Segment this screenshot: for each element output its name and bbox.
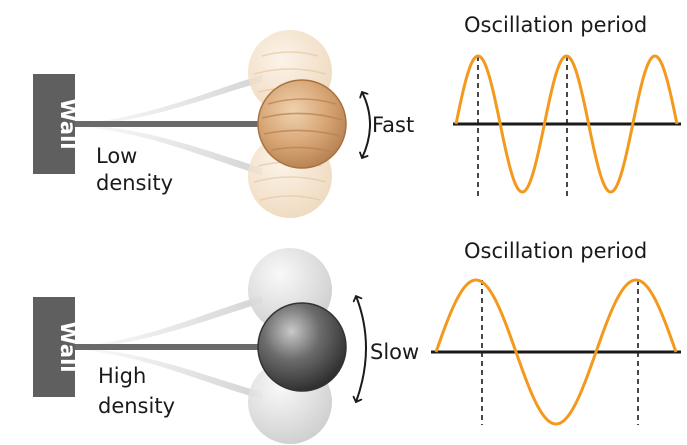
top-wall: Wall	[33, 74, 80, 174]
bottom-wall: Wall	[33, 297, 80, 397]
top-ghost-rod-up	[75, 75, 262, 126]
bottom-material-label-line2: density	[98, 394, 175, 418]
bottom-metal-sphere	[257, 302, 347, 392]
bottom-speed-label: Slow	[370, 340, 419, 364]
top-rod	[75, 121, 265, 127]
top-material-label-line2: density	[96, 171, 173, 195]
top-speed-label: Fast	[372, 113, 414, 137]
bottom-panel: Wall High density Slow Oscillation perio…	[33, 239, 681, 444]
top-wood-grain	[261, 98, 343, 153]
top-wall-block	[33, 74, 75, 174]
top-graph-title: Oscillation period	[464, 13, 647, 37]
bottom-oscillation-arrow	[356, 296, 367, 402]
top-material-label-line1: Low	[96, 144, 137, 168]
bottom-graph-title: Oscillation period	[464, 239, 647, 263]
bottom-oscillation-wave	[434, 278, 678, 426]
top-oscillation-arrow	[362, 92, 371, 158]
bottom-wall-block	[33, 297, 75, 397]
top-oscillation-wave	[454, 54, 679, 194]
bottom-material-label-line1: High	[98, 364, 146, 388]
bottom-ghost-rod-up	[75, 296, 262, 349]
top-wood-sphere	[257, 79, 347, 169]
bottom-rod	[75, 344, 265, 350]
top-panel: Wall Low density Fast Oscillation period	[33, 13, 681, 218]
